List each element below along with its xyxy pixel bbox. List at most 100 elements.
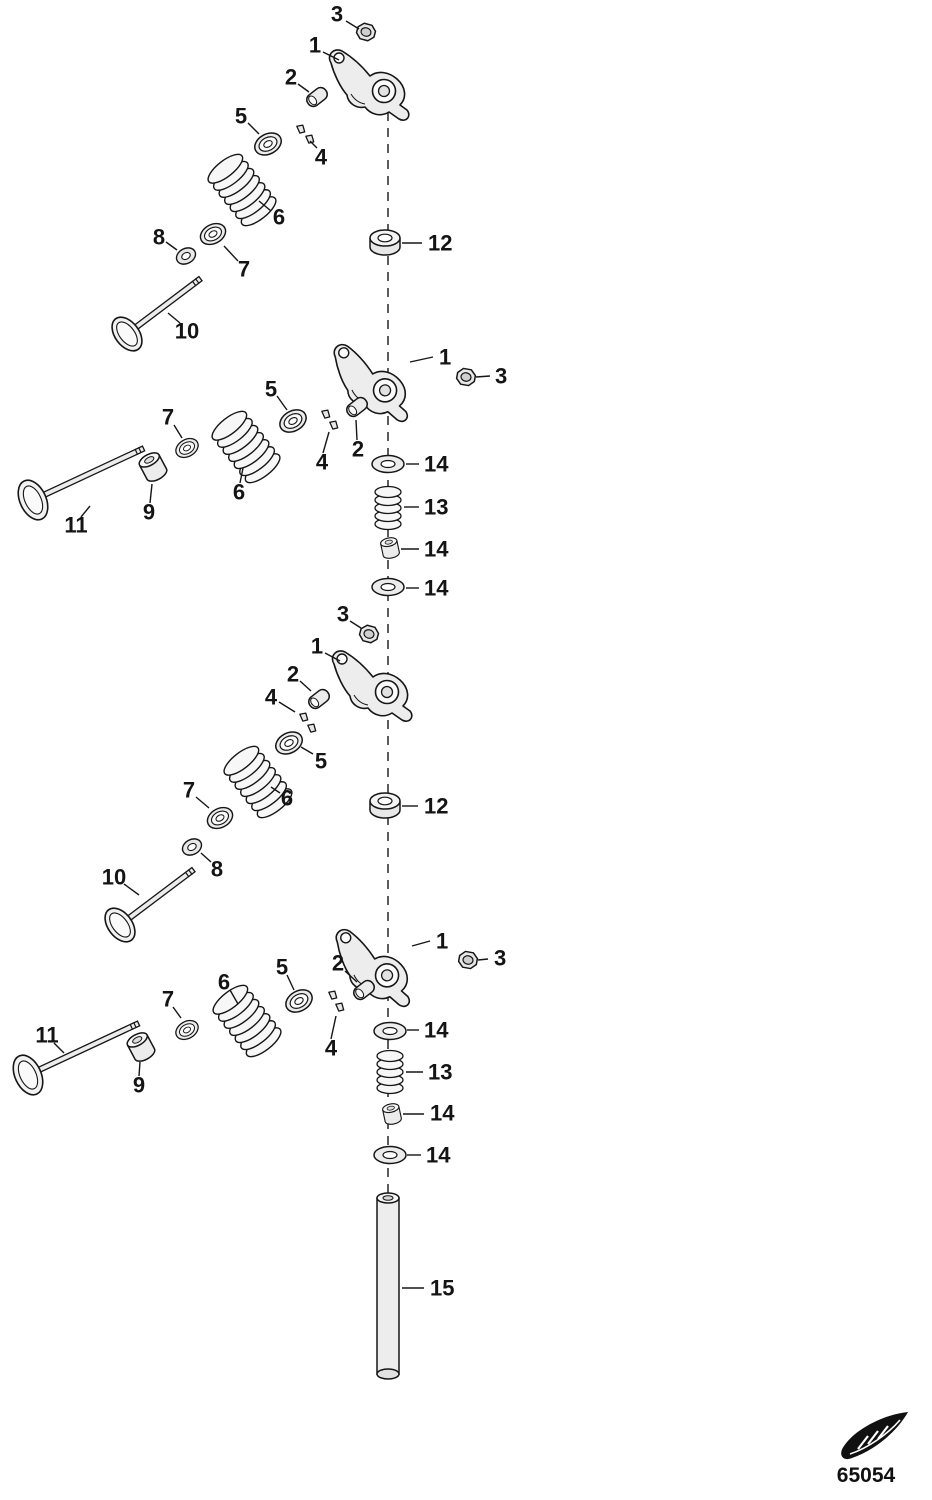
callout-8: 8 (211, 857, 223, 882)
spring-seat (196, 218, 230, 250)
callout-7: 7 (238, 257, 250, 282)
spacer (369, 792, 401, 819)
callout-5: 5 (235, 104, 247, 129)
washer (371, 454, 405, 474)
callout-15: 15 (430, 1276, 454, 1301)
retainer-cup (379, 535, 401, 561)
callout-12: 12 (428, 231, 452, 256)
leader-line (167, 312, 181, 324)
valve-keeper (328, 989, 338, 1001)
callout-5: 5 (276, 955, 288, 980)
leader-line (324, 652, 341, 662)
leader-line (322, 431, 330, 454)
spring-retainer (275, 404, 311, 438)
leader-line (80, 505, 91, 518)
callout-9: 9 (133, 1073, 145, 1098)
leader-line (172, 1006, 182, 1019)
callout-3: 3 (331, 2, 343, 27)
leader-line (322, 51, 340, 61)
lock-nut (454, 366, 478, 388)
leader-line (409, 356, 434, 363)
valve-keeper (305, 133, 315, 145)
callout-3: 3 (337, 602, 349, 627)
lifter (136, 449, 170, 485)
spring-retainer (250, 127, 286, 161)
callout-14: 14 (424, 576, 449, 601)
leader-line (276, 395, 288, 411)
callout-13: 13 (428, 1060, 452, 1085)
callout-14: 14 (426, 1143, 451, 1168)
leader-line (229, 989, 239, 1005)
callout-10: 10 (102, 865, 126, 890)
spring-seat (171, 434, 203, 462)
adjuster-pin (303, 84, 331, 110)
leader-line (349, 620, 362, 629)
leader-line (223, 245, 239, 262)
callout-5: 5 (265, 377, 277, 402)
callout-9: 9 (143, 500, 155, 525)
callout-10: 10 (175, 319, 199, 344)
leader-line (258, 200, 272, 212)
leader-line (138, 1061, 141, 1077)
leader-line (300, 746, 314, 755)
spring-retainer (271, 726, 307, 760)
callout-4: 4 (316, 450, 329, 475)
valve-spring (207, 405, 285, 489)
washer (373, 1021, 407, 1041)
callout-1: 1 (311, 634, 323, 659)
callout-11: 11 (64, 513, 87, 538)
spring-retainer (281, 984, 317, 1018)
leader-line (195, 796, 210, 809)
spring (374, 485, 402, 531)
leader-line (355, 419, 358, 441)
leader-line (247, 122, 260, 135)
lock-nut (357, 623, 381, 645)
callout-6: 6 (233, 480, 245, 505)
callout-1: 1 (309, 33, 321, 58)
leader-line (200, 852, 212, 863)
lock-nut (456, 949, 480, 971)
logo-stripe (857, 1435, 869, 1450)
leader-line (345, 20, 360, 30)
brand-logo (841, 1412, 908, 1460)
callout-14: 14 (430, 1101, 455, 1126)
callout-2: 2 (287, 662, 299, 687)
valve-keeper (296, 123, 306, 135)
callout-7: 7 (162, 405, 174, 430)
leader-line (477, 958, 489, 961)
valve-keeper (335, 1001, 345, 1013)
valve-seal (172, 243, 200, 269)
leader-line (299, 680, 312, 692)
retainer-cup (381, 1101, 403, 1127)
rocker-arm (331, 650, 413, 722)
leader-line (344, 970, 358, 983)
callout-6: 6 (218, 970, 230, 995)
leader-line (173, 424, 183, 439)
callout-7: 7 (183, 778, 195, 803)
spring-seat (171, 1016, 203, 1044)
spring-stack-2 (373, 1021, 407, 1165)
callout-3: 3 (495, 364, 507, 389)
valve-keeper (299, 711, 309, 723)
callout-7: 7 (162, 987, 174, 1012)
callout-4: 4 (315, 145, 328, 170)
callout-4: 4 (265, 685, 278, 710)
leader-line (165, 241, 178, 251)
rocker-assembly-3 (98, 623, 413, 949)
valve-spring (203, 148, 281, 232)
spacer (369, 229, 401, 256)
push-rod (376, 1192, 400, 1380)
callout-2: 2 (332, 951, 344, 976)
rocker-assembly-4 (6, 928, 480, 1101)
valve (6, 1003, 149, 1101)
logo-stripe (877, 1425, 889, 1440)
lifter (124, 1029, 158, 1065)
leader-line (475, 375, 491, 378)
callout-1: 1 (436, 929, 448, 954)
logo-stripe (867, 1430, 879, 1445)
callout-6: 6 (273, 205, 285, 230)
callout-12: 12 (424, 794, 448, 819)
rocker-arm (328, 49, 410, 121)
leader-line (309, 140, 318, 149)
